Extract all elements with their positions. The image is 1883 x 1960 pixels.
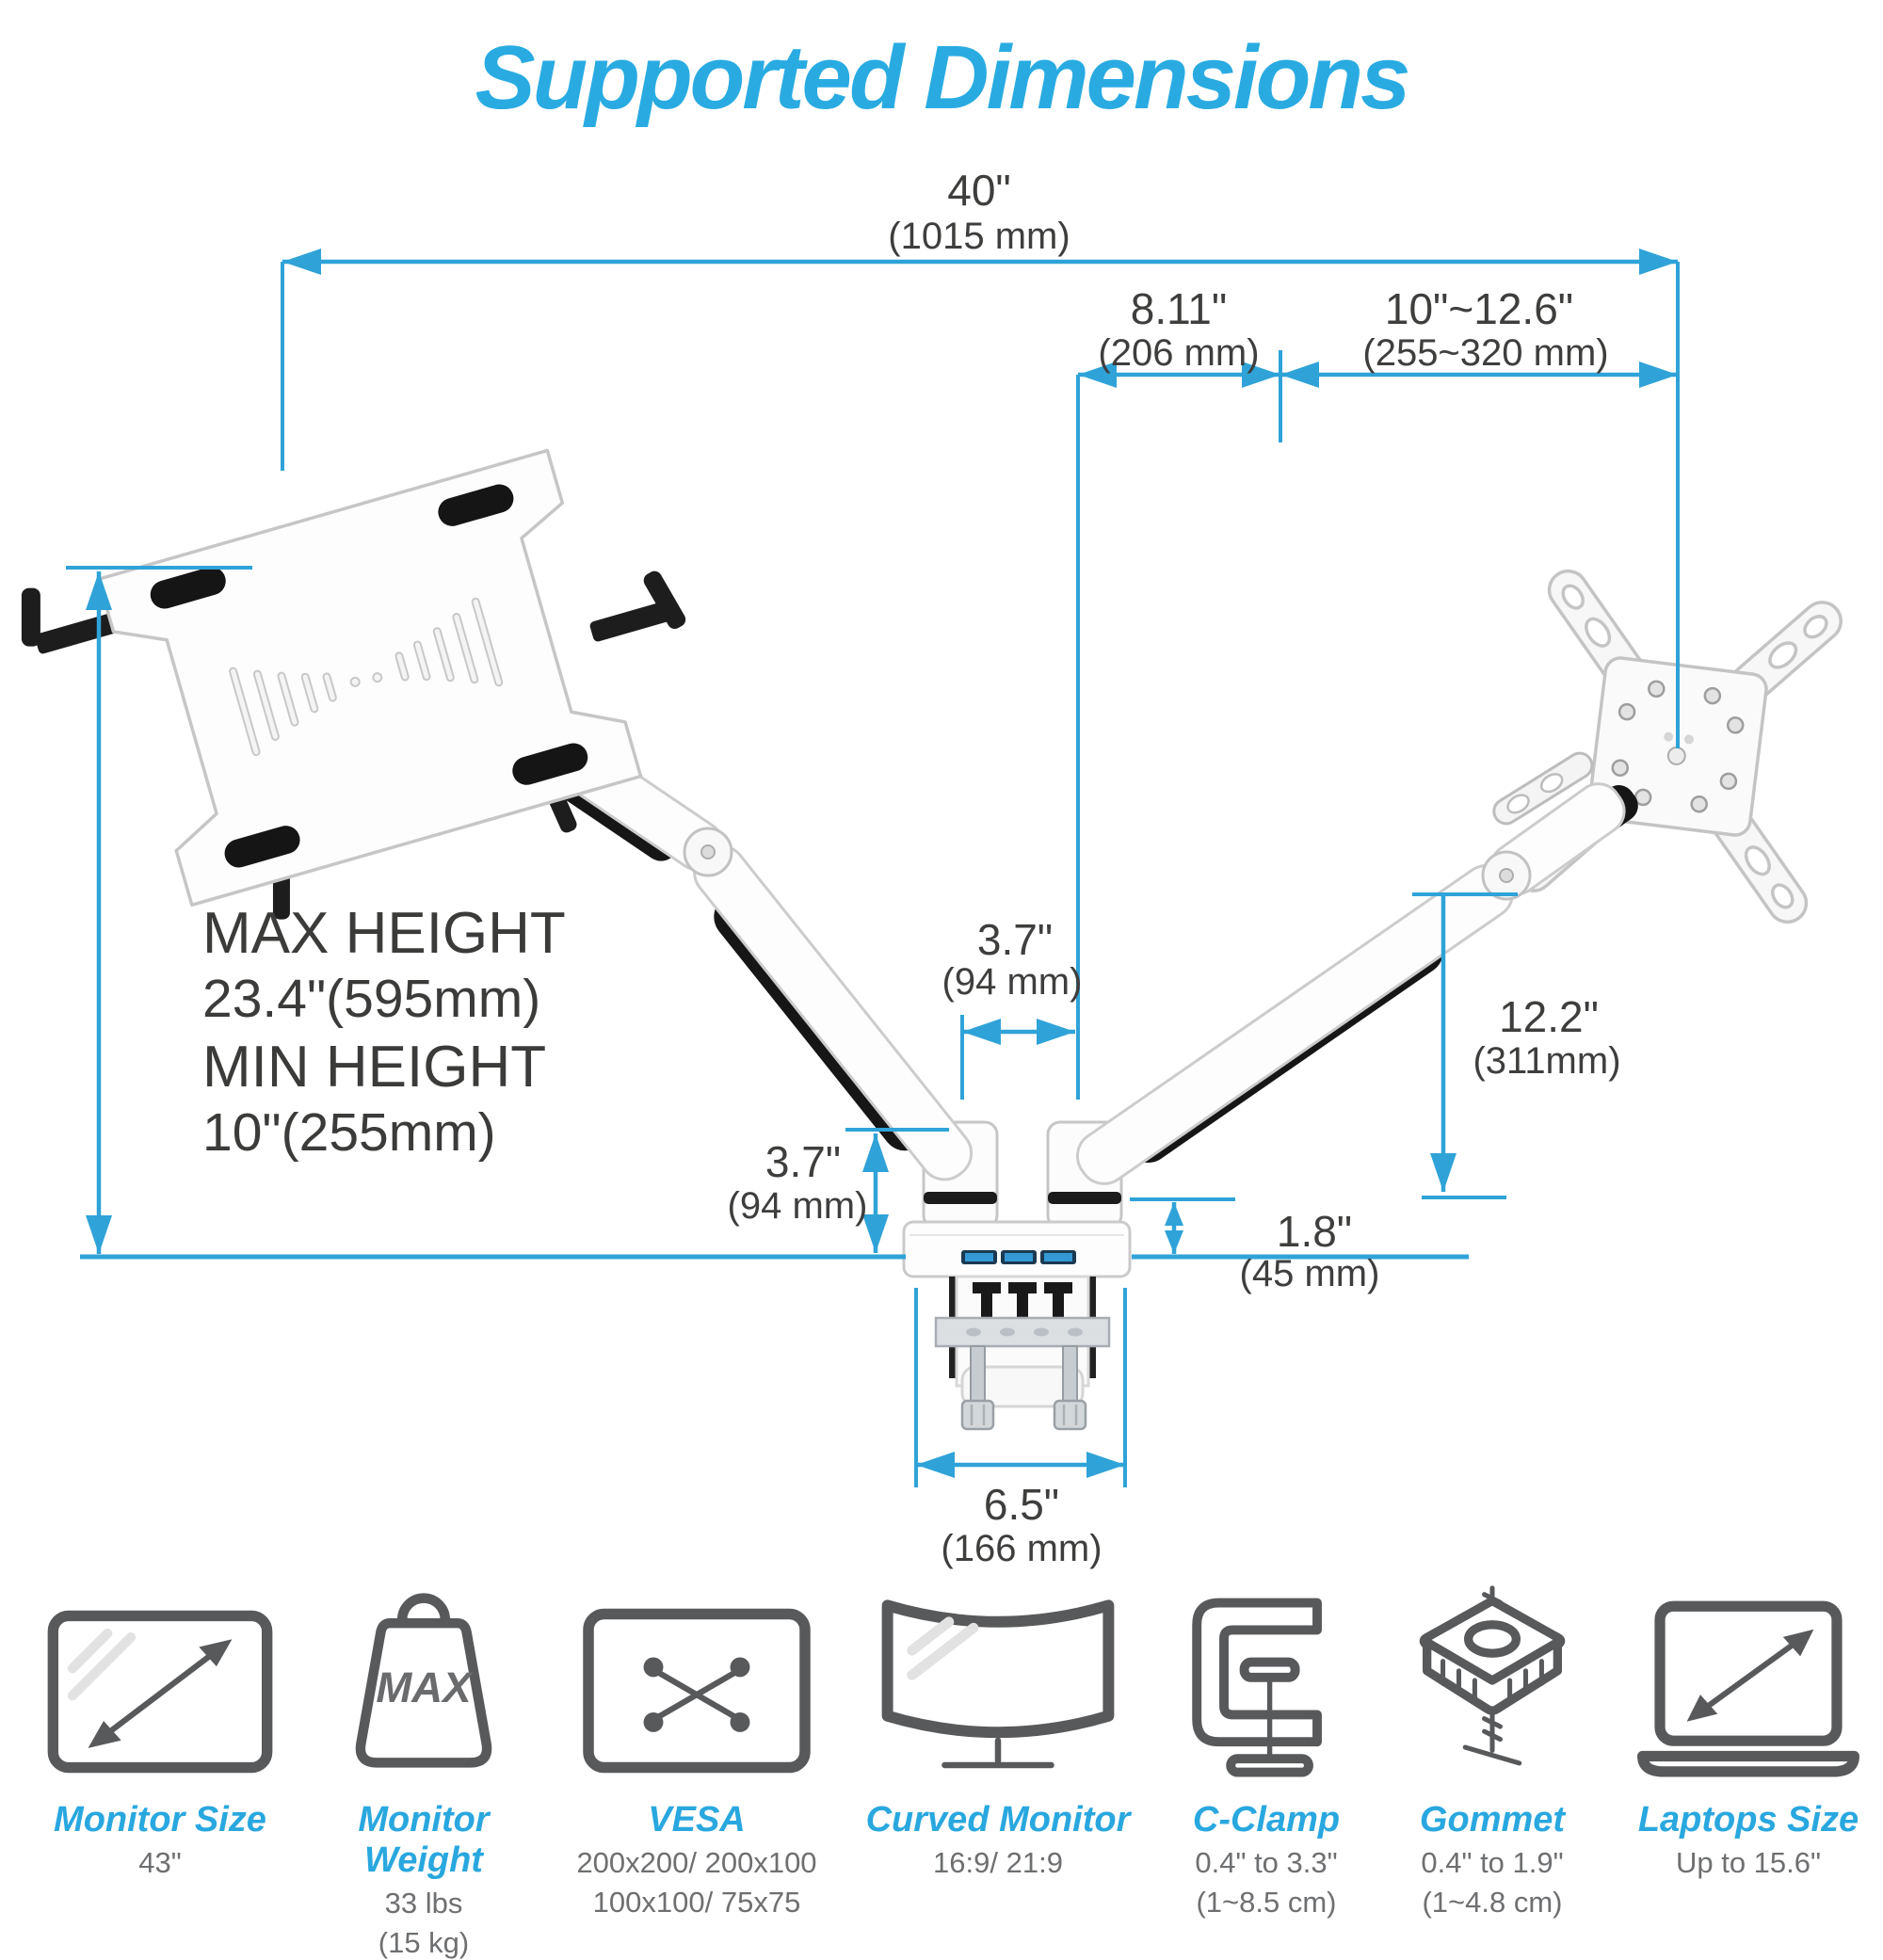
dim-base-above-desk-mm: (45 mm) bbox=[1240, 1253, 1380, 1294]
spec-monitor-size: Monitor Size 43" bbox=[24, 1583, 297, 1886]
product-illustration bbox=[21, 448, 1843, 1431]
dim-riser-height-mm: (94 mm) bbox=[728, 1185, 868, 1227]
max-weight-text: MAX bbox=[376, 1663, 474, 1711]
laptop-tray bbox=[21, 448, 686, 920]
spec-label: Curved Monitor bbox=[865, 1800, 1131, 1840]
spec-value: Up to 15.6" bbox=[1675, 1846, 1822, 1879]
spec-label: Monitor Weight bbox=[358, 1800, 490, 1880]
spec-row: Monitor Size 43" MAX Monitor Weight 33 l… bbox=[0, 1583, 1883, 1959]
dim-arm-reach-mm: (255~320 mm) bbox=[1362, 332, 1608, 374]
usb-ports bbox=[961, 1250, 1076, 1264]
spec-laptops-size: Laptops Size Up to 15.6" bbox=[1612, 1583, 1883, 1886]
spec-curved-monitor: Curved Monitor 16:9/ 21:9 bbox=[847, 1583, 1149, 1886]
c-clamp-icon bbox=[1192, 1598, 1322, 1777]
spec-c-clamp: C-Clamp 0.4" to 3.3" (1~8.5 cm) bbox=[1149, 1583, 1384, 1920]
spec-vesa: VESA 200x200/ 200x100 100x100/ 75x75 bbox=[551, 1583, 843, 1920]
dim-base-above-desk-in: 1.8" bbox=[1277, 1207, 1352, 1256]
dim-arm-joint-height-in: 12.2" bbox=[1499, 992, 1599, 1041]
dim-total-width-in: 40" bbox=[947, 166, 1011, 215]
base-usb-hub bbox=[902, 1220, 1132, 1278]
spec-monitor-weight: MAX Monitor Weight 33 lbs (15 kg) bbox=[297, 1583, 551, 1960]
spec-value-2: (15 kg) bbox=[378, 1925, 470, 1959]
vesa-icon bbox=[583, 1608, 811, 1774]
dim-arm-joint-height-mm: (311mm) bbox=[1473, 1040, 1620, 1082]
left-cylinder-ring bbox=[924, 1192, 997, 1204]
spec-value: 33 lbs bbox=[384, 1887, 463, 1920]
max-height-label: MAX HEIGHT bbox=[202, 901, 566, 966]
right-arm bbox=[1075, 751, 1638, 1185]
dim-base-width-in: 6.5" bbox=[984, 1480, 1059, 1529]
clamp-metal-plate bbox=[934, 1316, 1111, 1348]
grommet-icon bbox=[1419, 1585, 1566, 1766]
spec-value-2: 100x100/ 75x75 bbox=[592, 1885, 801, 1919]
spec-grommet: Gommet 0.4" to 1.9" (1~4.8 cm) bbox=[1375, 1583, 1610, 1920]
spec-value: 16:9/ 21:9 bbox=[933, 1846, 1063, 1879]
dim-pole-offset-in: 3.7" bbox=[977, 915, 1053, 964]
tray-plate bbox=[96, 448, 643, 908]
tray-pads bbox=[150, 484, 588, 868]
spec-value: 200x200/ 200x100 bbox=[576, 1846, 817, 1879]
spec-value: 0.4" to 1.9" bbox=[1421, 1846, 1564, 1879]
laptop-size-icon bbox=[1637, 1600, 1859, 1777]
curved-monitor-icon bbox=[881, 1599, 1115, 1769]
min-height-label: MIN HEIGHT bbox=[202, 1035, 546, 1100]
spec-label: Laptops Size bbox=[1637, 1800, 1859, 1840]
min-height-value: 10"(255mm) bbox=[202, 1102, 496, 1163]
dim-riser-height-in: 3.7" bbox=[765, 1137, 841, 1186]
spec-value: 43" bbox=[138, 1846, 182, 1879]
dim-pole-offset-mm: (94 mm) bbox=[942, 961, 1083, 1003]
dimension-lines bbox=[66, 249, 1680, 1487]
right-cylinder-ring bbox=[1048, 1192, 1121, 1204]
tray-slots bbox=[229, 597, 504, 757]
dimension-diagram: 40" (1015 mm) 8.11" (206 mm) 10"~12.6" (… bbox=[21, 166, 1843, 1569]
dim-center-offset-in: 8.11" bbox=[1131, 284, 1227, 333]
height-range-labels: MAX HEIGHT 23.4"(595mm) MIN HEIGHT 10"(2… bbox=[202, 901, 566, 1163]
dim-center-offset-mm: (206 mm) bbox=[1098, 332, 1259, 374]
monitor-weight-icon: MAX bbox=[355, 1593, 492, 1768]
page-title: Supported Dimensions bbox=[475, 27, 1411, 128]
spec-label: Monitor Size bbox=[54, 1800, 266, 1840]
dim-arm-reach-in: 10"~12.6" bbox=[1385, 284, 1573, 333]
spec-label: C-Clamp bbox=[1192, 1800, 1341, 1840]
dimension-labels: 40" (1015 mm) 8.11" (206 mm) 10"~12.6" (… bbox=[728, 166, 1621, 1569]
dim-base-width-mm: (166 mm) bbox=[941, 1528, 1102, 1569]
spec-value: 0.4" to 3.3" bbox=[1195, 1846, 1338, 1879]
monitor-size-icon bbox=[47, 1610, 273, 1774]
spec-value-2: (1~4.8 cm) bbox=[1422, 1885, 1563, 1919]
spec-label: Gommet bbox=[1419, 1800, 1566, 1840]
clamp-bolts bbox=[960, 1345, 1087, 1431]
spec-value-2: (1~8.5 cm) bbox=[1196, 1885, 1337, 1919]
supported-dimensions-infographic: Supported Dimensions bbox=[0, 27, 1883, 1959]
dim-total-width-mm: (1015 mm) bbox=[888, 216, 1070, 257]
spec-label: VESA bbox=[648, 1800, 746, 1840]
desk-clamp bbox=[934, 1275, 1111, 1431]
max-height-value: 23.4"(595mm) bbox=[202, 969, 540, 1029]
